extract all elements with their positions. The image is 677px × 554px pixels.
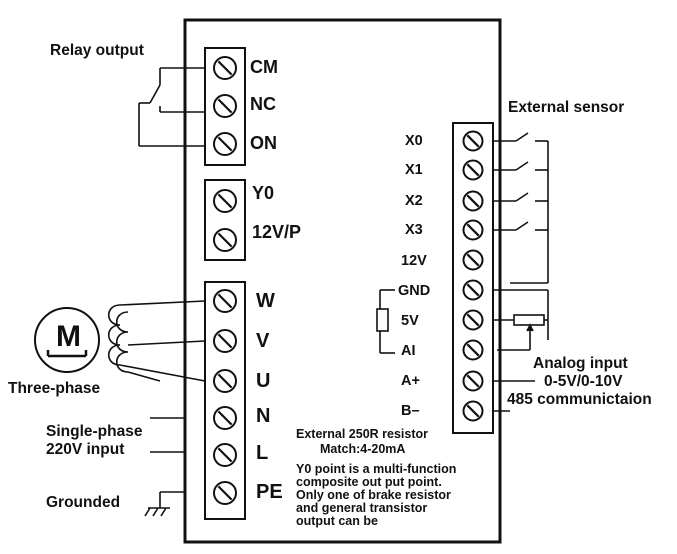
screw-slot — [217, 136, 233, 152]
terminal-screws — [213, 56, 484, 505]
terminal-a-plus: A+ — [401, 373, 420, 389]
rs485-label: 485 communictaion — [507, 391, 652, 408]
relay-output-wiring — [138, 67, 205, 147]
y0-note-line5: output can be — [296, 514, 378, 528]
screw-slot — [217, 98, 233, 114]
terminal-12v: 12V — [401, 253, 427, 269]
terminal-x0: X0 — [405, 133, 423, 149]
y0-note-line4: and general transistor — [296, 501, 428, 515]
single-phase-voltage-label: 220V input — [46, 441, 125, 458]
resistor-match-note: Match:4-20mA — [320, 442, 406, 456]
internal-resistor — [376, 289, 395, 354]
relay-output-label: Relay output — [50, 42, 144, 59]
terminal-b-minus: B– — [401, 403, 420, 419]
power-terminal-block — [204, 281, 246, 520]
screw-slot — [466, 404, 480, 418]
resistor-note: External 250R resistor — [296, 427, 429, 441]
controller-body — [183, 18, 502, 544]
terminal-cm: CM — [250, 57, 278, 77]
screw-slot — [217, 447, 233, 463]
motor-symbol — [34, 307, 100, 373]
screw-slot — [217, 60, 233, 76]
grounded-label: Grounded — [46, 494, 121, 511]
terminal-n: N — [256, 405, 271, 427]
screw-slot — [466, 374, 480, 388]
terminal-pe: PE — [256, 481, 283, 503]
screw-slot — [217, 193, 233, 209]
screw-slot — [466, 313, 480, 327]
y0-note-line1: Y0 point is a multi-function — [296, 462, 457, 476]
terminal-x1: X1 — [405, 162, 423, 178]
screw-slot — [217, 293, 233, 309]
terminal-gnd: GND — [398, 283, 431, 299]
screw-slot — [466, 194, 480, 208]
screw-slot — [217, 232, 233, 248]
analog-range-label: 0-5V/0-10V — [544, 373, 623, 390]
y0-note-line2: composite out put point. — [296, 475, 442, 489]
terminal-nc: NC — [250, 94, 276, 114]
analog-485-wiring — [493, 380, 535, 412]
terminal-5v: 5V — [401, 313, 419, 329]
screw-slot — [466, 253, 480, 267]
terminal-w: W — [256, 290, 275, 312]
analog-input-potentiometer — [493, 314, 548, 351]
signal-terminal-block — [452, 122, 494, 434]
relay-terminal-block — [204, 47, 246, 166]
terminal-x2: X2 — [405, 193, 423, 209]
three-phase-label: Three-phase — [8, 380, 101, 397]
analog-input-label: Analog input — [533, 355, 628, 372]
single-phase-label: Single-phase — [46, 423, 143, 440]
screw-slot — [217, 333, 233, 349]
terminal-12v-p: 12V/P — [252, 222, 302, 242]
terminal-ai: AI — [401, 343, 416, 359]
power-input-wiring — [144, 417, 185, 517]
output-terminal-block — [204, 179, 246, 261]
motor-m-label: M — [56, 320, 81, 353]
screw-slot — [466, 134, 480, 148]
motor-windings — [107, 300, 206, 382]
external-sensor-switches — [493, 132, 549, 340]
screw-slot — [217, 373, 233, 389]
terminal-on: ON — [250, 133, 277, 153]
terminal-v: V — [256, 330, 270, 352]
y0-note-line3: Only one of brake resistor — [296, 488, 451, 502]
screw-slot — [466, 163, 480, 177]
screw-slot — [466, 343, 480, 357]
screw-slot — [217, 485, 233, 501]
screw-slot — [217, 410, 233, 426]
screw-slot — [466, 283, 480, 297]
external-sensor-label: External sensor — [508, 99, 625, 116]
terminal-u: U — [256, 370, 271, 392]
terminal-x3: X3 — [405, 222, 423, 238]
screw-slot — [466, 223, 480, 237]
terminal-l: L — [256, 442, 269, 464]
terminal-y0: Y0 — [252, 183, 275, 203]
